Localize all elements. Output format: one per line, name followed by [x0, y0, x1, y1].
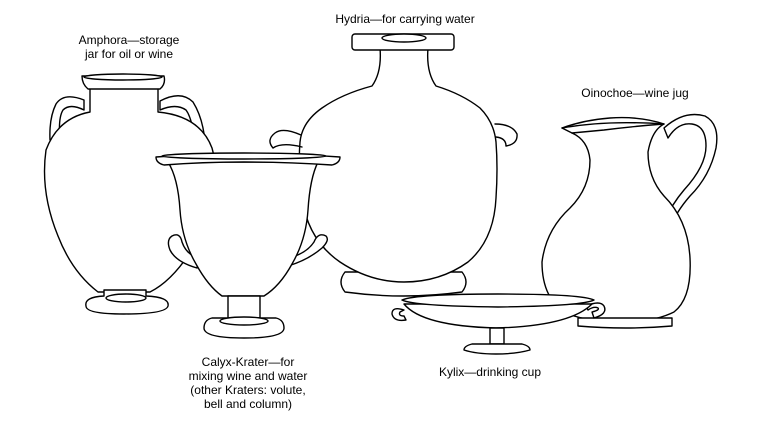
oinochoe-label: Oinochoe—wine jug: [560, 86, 710, 100]
oinochoe-lip: [561, 121, 665, 134]
kylix-vessel-icon: [391, 293, 606, 355]
amphora-label-line: Amphora—storage: [78, 33, 180, 47]
kylix-left-handle: [391, 307, 407, 322]
kylix-right-handle: [585, 302, 606, 319]
kylix-stem: [489, 327, 505, 345]
calyx-krater-stem: [227, 295, 261, 319]
kylix-label: Kylix—drinking cup: [400, 365, 580, 379]
hydria-label: Hydria—for carrying water: [305, 12, 505, 26]
hydria-label-line: Hydria—for carrying water: [335, 12, 475, 26]
hydria-vessel-icon: [269, 33, 518, 297]
oinochoe-label-line: Oinochoe—wine jug: [581, 86, 689, 100]
hydria-left-handle: [269, 129, 303, 149]
oinochoe-foot: [577, 317, 673, 329]
kylix-label-line: Kylix—drinking cup: [438, 365, 542, 379]
amphora-foot-ring: [105, 293, 147, 303]
calyx-krater-left-handle: [167, 234, 199, 269]
oinochoe-vessel-icon: [541, 113, 718, 329]
calyx-krater-label-line: bell and column): [203, 397, 293, 411]
amphora-mouth: [83, 73, 163, 81]
calyx-krater-label-line: Calyx-Krater—for: [201, 355, 295, 369]
calyx-krater-label-line: (other Kraters: volute,: [190, 383, 306, 397]
calyx-krater-bowl: [167, 161, 319, 297]
calyx-krater-mouth: [161, 152, 327, 160]
calyx-krater-label: Calyx-Krater—for mixing wine and water (…: [168, 355, 328, 411]
hydria-body: [298, 47, 498, 283]
amphora-label-line: jar for oil or wine: [84, 47, 174, 61]
amphora-label: Amphora—storage jar for oil or wine: [54, 33, 204, 61]
calyx-krater-right-handle: [287, 234, 329, 267]
calyx-krater-label-line: mixing wine and water: [188, 369, 308, 383]
oinochoe-body: [541, 116, 691, 323]
calyx-krater-foot-ring: [219, 316, 269, 326]
kylix-rim: [401, 293, 595, 308]
hydria-mouth: [381, 33, 427, 43]
hydria-right-handle: [494, 123, 518, 147]
kylix-foot: [463, 343, 531, 355]
calyx-krater-vessel-icon: [155, 152, 341, 339]
